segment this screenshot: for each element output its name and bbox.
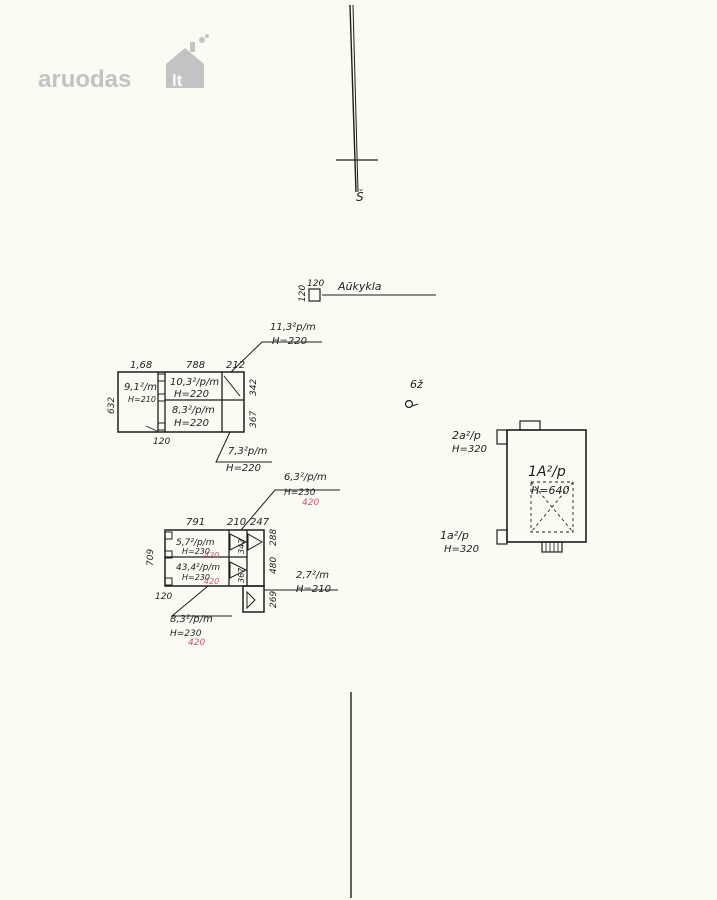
room-a1-height: H=210 [128, 395, 156, 404]
boiler-dim-top: 120 [307, 279, 324, 289]
boiler-house: 120 120 Aūkykla [298, 279, 436, 302]
building-a: 11,3²p/m H=220 1,68 788 212 632 120 342 … [107, 322, 322, 474]
building-c-bottom-height: H=320 [444, 544, 479, 555]
building-b-dim-outer-3: 269 [269, 591, 279, 608]
building-b-right-area: 2,7²/m [296, 570, 329, 581]
boiler-label: Aūkykla [337, 280, 382, 293]
building-c-top-height: H=320 [452, 444, 487, 455]
room-a2-area: 10,3²/p/m [170, 377, 219, 388]
building-a-bottom-height: H=220 [226, 463, 261, 474]
north-arrow: Š [336, 4, 378, 204]
building-c-bottom-area: 1a²/p [440, 529, 469, 542]
building-b-dim-top-2: 210 [227, 517, 246, 528]
building-a-dim-top-2: 788 [186, 360, 205, 371]
room-b2-height: H=230 [182, 573, 210, 582]
building-b-dim-outer-2: 480 [269, 557, 279, 574]
building-a-top-area: 11,3²p/m [270, 322, 316, 333]
logo-text: aruodas [38, 66, 131, 93]
room-a1-area: 9,1²/m [124, 382, 157, 393]
building-c: 1A²/p H=640 2a²/p H=320 1a²/p H=320 [440, 420, 587, 555]
building-b-dim-outer-1: 288 [269, 529, 279, 546]
room-b1-height-red: 420 [204, 551, 219, 560]
building-c-label: 1A²/p [528, 464, 566, 480]
building-b-dim-inner-2: 367 [237, 567, 246, 583]
building-b-bottom-area: 8,3²/p/m [170, 614, 213, 625]
room-a3-area: 8,3²/p/m [172, 405, 215, 416]
room-b1-area: 5,7²/p/m [176, 538, 215, 548]
room-b1-height: H=230 [182, 547, 210, 556]
building-b-dim-left: 709 [146, 549, 156, 566]
building-b-bottom-height: H=230 [170, 629, 202, 639]
building-a-bottom-area: 7,3²p/m [228, 446, 268, 457]
room-b2-area: 43,4²/p/m [176, 563, 220, 573]
building-c-top-area: 2a²/p [452, 429, 481, 442]
building-b-dim-bottom: 120 [155, 592, 172, 602]
well: 6ž [404, 378, 423, 409]
watermark-logo: aruodas lt [38, 34, 209, 93]
building-a-dim-bottom: 120 [153, 437, 170, 447]
room-b2-height-red: 420 [204, 577, 219, 586]
building-b-right-height: H=210 [296, 584, 331, 595]
building-c-height: H=640 [531, 484, 569, 497]
logo-house-icon: lt [166, 34, 209, 90]
building-b-top-area: 6,3²/p/m [284, 472, 327, 483]
room-a3-height: H=220 [174, 418, 209, 429]
building-b-bottom-height-red: 420 [188, 638, 205, 648]
building-b: 6,3²/p/m H=230 420 791 210 247 709 342 3… [146, 472, 340, 648]
building-a-dim-right-1: 342 [249, 379, 259, 396]
building-b-dim-inner-1: 342 [237, 539, 246, 554]
building-b-dim-top-3: 247 [250, 517, 270, 528]
building-a-top-height: H=220 [272, 336, 307, 347]
building-a-dim-top-1: 1,68 [130, 360, 152, 371]
north-arrow-label: Š [356, 189, 364, 204]
building-a-dim-top-3: 212 [226, 360, 245, 371]
building-a-dim-right-2: 367 [249, 411, 259, 428]
logo-tld: lt [172, 71, 183, 90]
room-a2-height: H=220 [174, 389, 209, 400]
boiler-dim-side: 120 [298, 285, 308, 302]
building-a-dim-left: 632 [107, 397, 117, 414]
building-b-top-height-red: 420 [302, 498, 319, 508]
well-label: 6ž [410, 378, 423, 391]
building-b-dim-top-1: 791 [186, 517, 205, 528]
building-b-top-height: H=230 [284, 488, 316, 498]
